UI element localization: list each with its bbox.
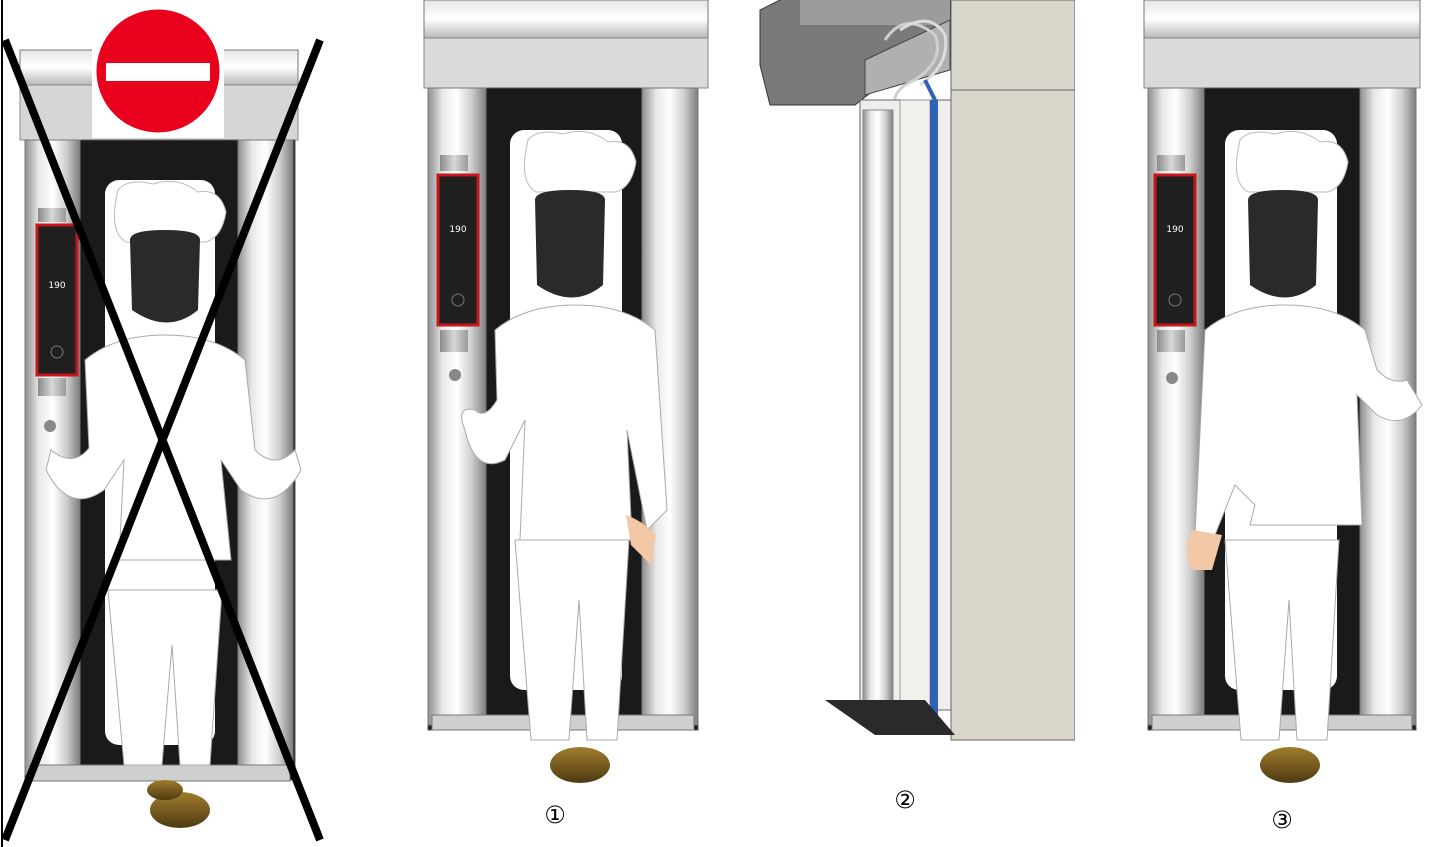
panel-step-2: ② <box>755 0 1075 847</box>
svg-text:190: 190 <box>449 225 466 235</box>
open-door <box>863 100 938 725</box>
step-label-1: ① <box>544 801 566 829</box>
panel-step-3: 190 ③ <box>1130 0 1430 847</box>
door-button <box>449 369 461 381</box>
step-label-3: ③ <box>1271 806 1293 834</box>
door-button <box>44 420 56 432</box>
extraction-hood <box>760 0 950 105</box>
oven-hood <box>1144 0 1420 88</box>
no-entry-sign-icon <box>92 0 224 138</box>
door-button <box>1166 372 1178 384</box>
oven-hood <box>424 0 708 88</box>
step-label-2: ② <box>894 786 916 814</box>
panel-step-1: 190 ① <box>410 0 715 847</box>
svg-text:190: 190 <box>1166 225 1183 235</box>
svg-text:190: 190 <box>48 281 65 291</box>
panel-forbidden: 190 <box>0 0 330 847</box>
